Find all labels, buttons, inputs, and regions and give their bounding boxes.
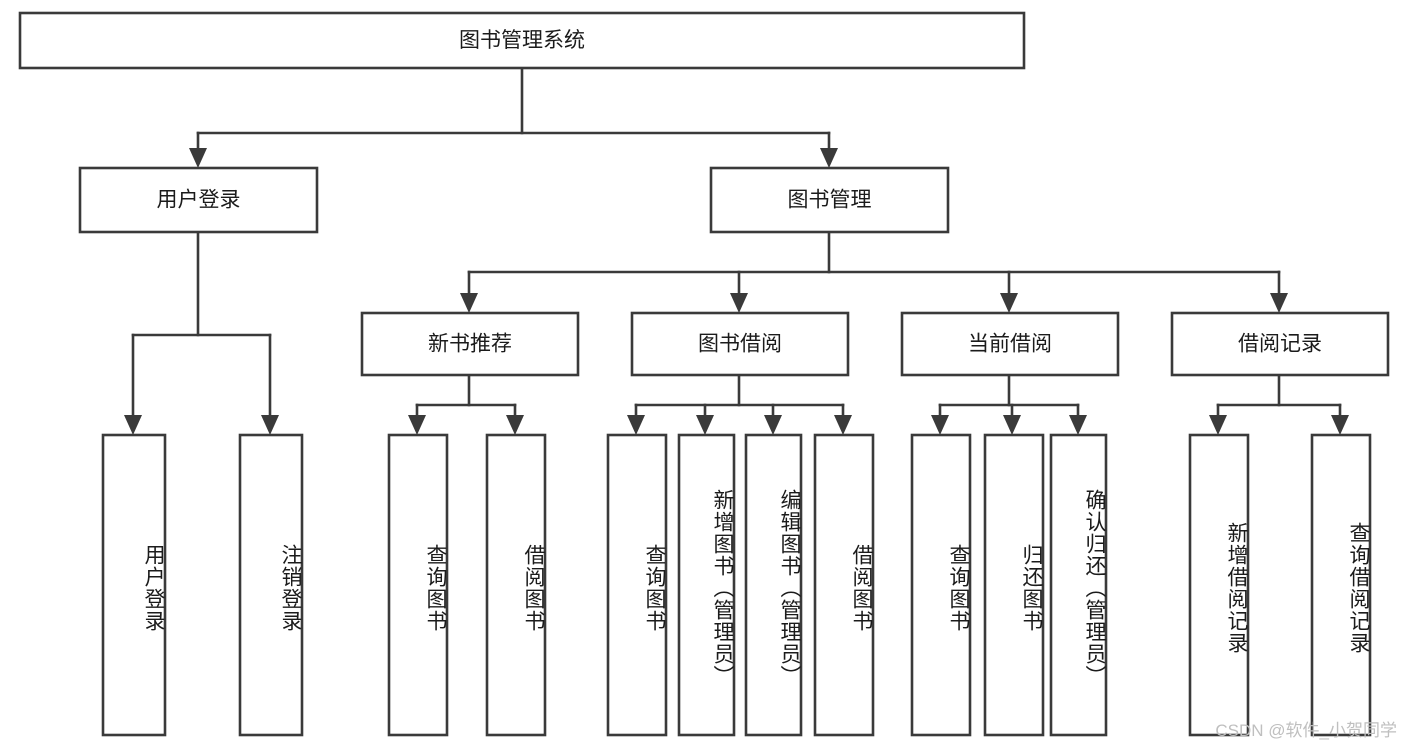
level3-node-box-1[interactable] [630,311,850,377]
arrow-manage-drop-0 [460,293,478,313]
level3-node-label-0: 新书推荐 [428,333,512,356]
leaf-node-box-5[interactable] [677,433,736,737]
leaf-node-box-7[interactable] [813,433,875,737]
arrow-group-drop-1-1 [696,415,714,435]
arrow-manage-drop-2 [1000,293,1018,313]
arrow-root-drop-1 [820,148,838,168]
watermark: CSDN @软件_小贺同学 [1215,721,1397,740]
arrow-group-drop-3-0 [1209,415,1227,435]
leaf-node-box-12[interactable] [1310,433,1372,737]
arrow-group-drop-1-3 [834,415,852,435]
leaf-node-box-8[interactable] [910,433,972,737]
level2-node-label-0: 用户登录 [157,189,241,212]
boxes-layer [18,11,1390,737]
leaf-node-box-2[interactable] [387,433,449,737]
arrow-group-drop-2-0 [931,415,949,435]
leaf-node-box-11[interactable] [1188,433,1250,737]
level3-node-label-1: 图书借阅 [698,333,782,356]
level3-node-label-2: 当前借阅 [968,333,1052,356]
arrow-manage-drop-3 [1270,293,1288,313]
level2-node-box-0[interactable] [78,166,319,234]
leaf-node-box-1[interactable] [238,433,304,737]
arrow-login-drop-1 [261,415,279,435]
leaf-node-box-0[interactable] [101,433,167,737]
leaf-node-box-4[interactable] [606,433,668,737]
root-node-box[interactable] [18,11,1026,70]
arrow-group-drop-2-1 [1003,415,1021,435]
arrow-group-drop-0-1 [506,415,524,435]
leaf-node-box-3[interactable] [485,433,547,737]
level2-node-box-1[interactable] [709,166,950,234]
leaf-node-box-9[interactable] [983,433,1045,737]
root-node-label: 图书管理系统 [459,29,585,52]
level3-node-label-3: 借阅记录 [1238,333,1322,356]
level3-node-box-3[interactable] [1170,311,1390,377]
arrow-login-drop-0 [124,415,142,435]
arrow-group-drop-1-0 [627,415,645,435]
level2-node-label-1: 图书管理 [788,189,872,212]
arrow-group-drop-1-2 [764,415,782,435]
connectors-layer [124,66,1349,435]
arrow-group-drop-0-0 [408,415,426,435]
arrow-group-drop-3-1 [1331,415,1349,435]
level3-node-box-2[interactable] [900,311,1120,377]
leaf-node-box-6[interactable] [744,433,803,737]
level3-node-box-0[interactable] [360,311,580,377]
leaf-node-box-10[interactable] [1049,433,1108,737]
arrow-root-drop-0 [189,148,207,168]
arrow-group-drop-2-2 [1069,415,1087,435]
arrow-manage-drop-1 [730,293,748,313]
